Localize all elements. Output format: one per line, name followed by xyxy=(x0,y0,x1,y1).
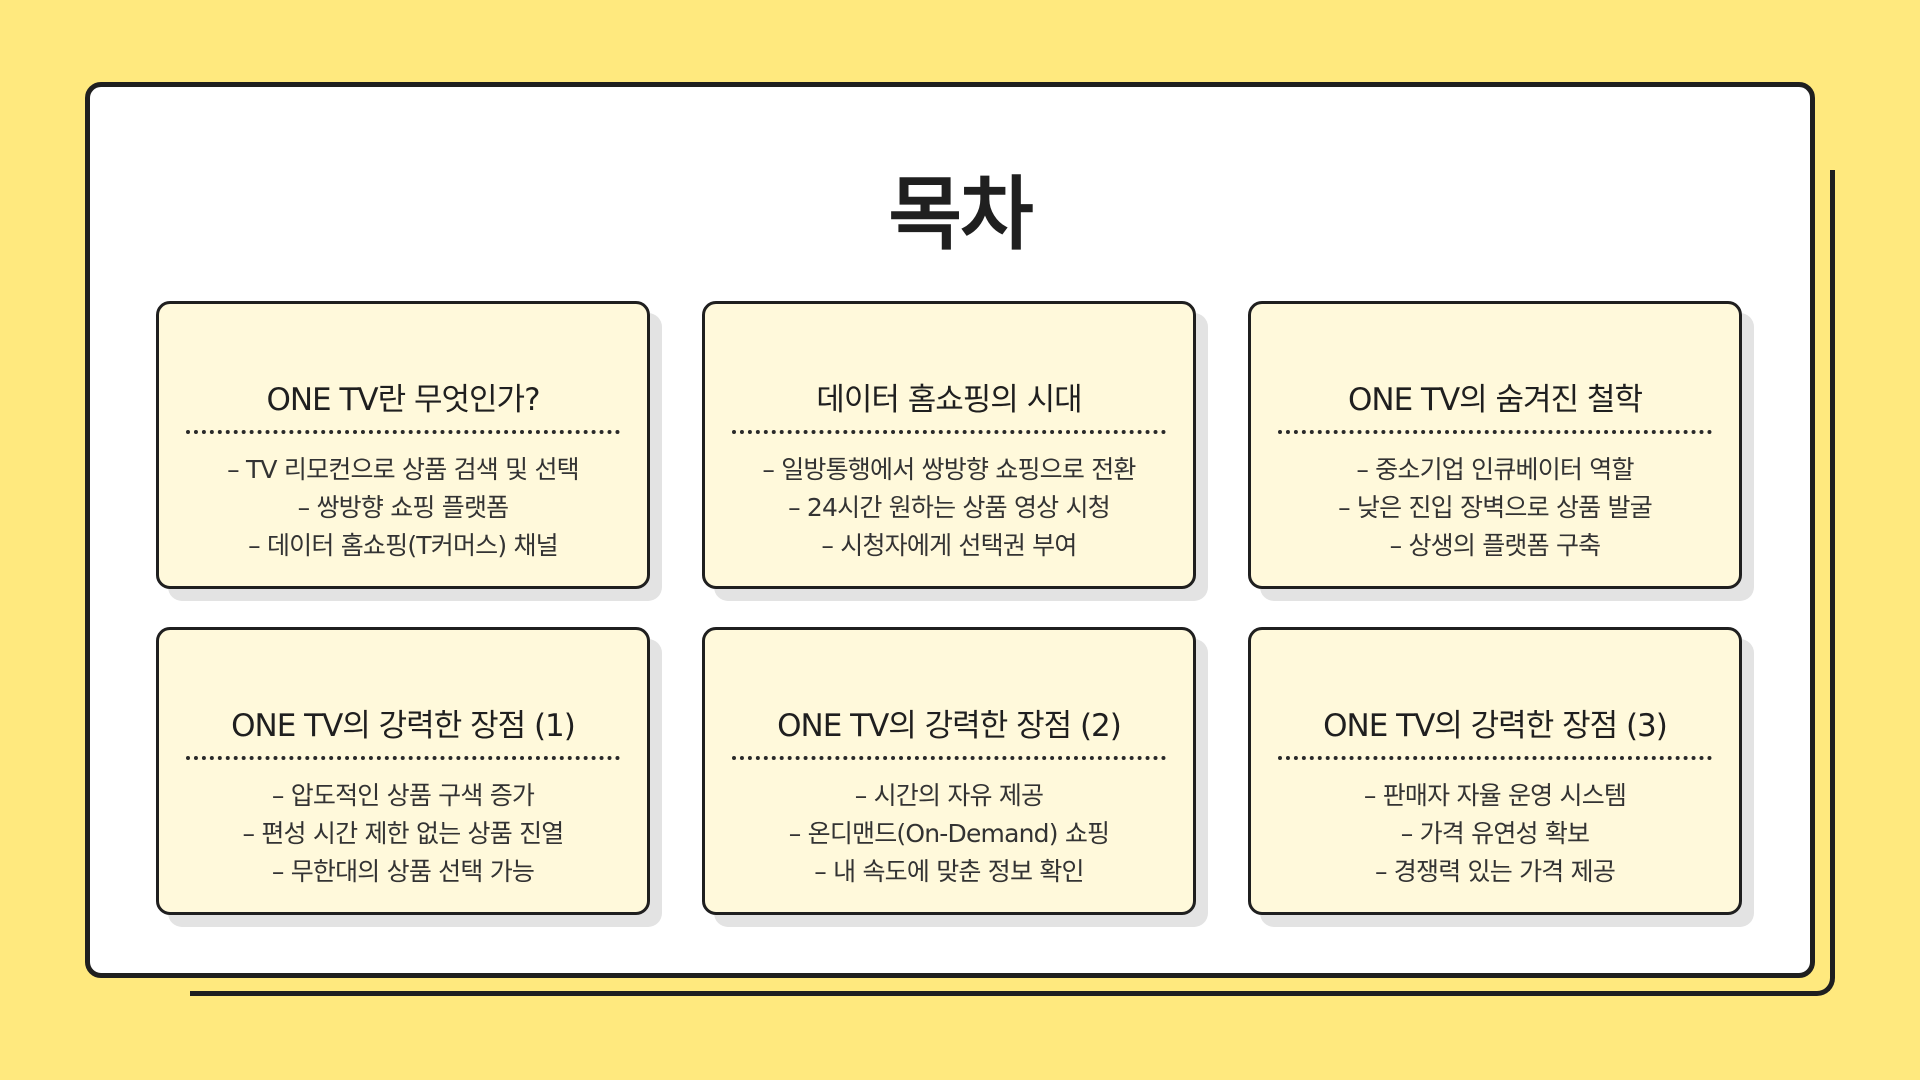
toc-item: – 낮은 진입 장벽으로 상품 발굴 xyxy=(1338,493,1653,522)
toc-item: – 압도적인 상품 구색 증가 xyxy=(271,781,535,810)
toc-card-6[interactable]: ONE TV의 강력한 장점 (3) – 판매자 자율 운영 시스템 – 가격 … xyxy=(1248,627,1742,915)
toc-card-title: ONE TV의 강력한 장점 (1) xyxy=(231,708,576,744)
toc-item: – 일방통행에서 쌍방향 쇼핑으로 전환 xyxy=(762,455,1136,484)
dotted-divider xyxy=(186,756,620,760)
toc-card-2[interactable]: 데이터 홈쇼핑의 시대 – 일방통행에서 쌍방향 쇼핑으로 전환 – 24시간 … xyxy=(702,301,1196,589)
dotted-divider xyxy=(1278,430,1712,434)
toc-card-items: – 판매자 자율 운영 시스템 – 가격 유연성 확보 – 경쟁력 있는 가격 … xyxy=(1251,777,1739,891)
toc-item: – 온디맨드(On-Demand) 쇼핑 xyxy=(788,819,1110,848)
dotted-divider xyxy=(1278,756,1712,760)
toc-item: – 가격 유연성 확보 xyxy=(1400,819,1590,848)
toc-item: – TV 리모컨으로 상품 검색 및 선택 xyxy=(227,455,580,484)
toc-item: – 판매자 자율 운영 시스템 xyxy=(1363,781,1627,810)
toc-card-items: – 압도적인 상품 구색 증가 – 편성 시간 제한 없는 상품 진열 – 무한… xyxy=(159,777,647,891)
toc-item: – 데이터 홈쇼핑(T커머스) 채널 xyxy=(248,531,559,560)
toc-item: – 상생의 플랫폼 구축 xyxy=(1389,531,1602,560)
toc-item: – 쌍방향 쇼핑 플랫폼 xyxy=(297,493,510,522)
toc-card-title: 데이터 홈쇼핑의 시대 xyxy=(816,382,1082,418)
toc-card-5[interactable]: ONE TV의 강력한 장점 (2) – 시간의 자유 제공 – 온디맨드(On… xyxy=(702,627,1196,915)
toc-card-title: ONE TV란 무엇인가? xyxy=(266,382,540,418)
toc-card-title: ONE TV의 숨겨진 철학 xyxy=(1347,382,1643,418)
toc-card-3[interactable]: ONE TV의 숨겨진 철학 – 중소기업 인큐베이터 역할 – 낮은 진입 장… xyxy=(1248,301,1742,589)
dotted-divider xyxy=(732,430,1166,434)
toc-item: – 경쟁력 있는 가격 제공 xyxy=(1374,857,1616,886)
toc-item: – 24시간 원하는 상품 영상 시청 xyxy=(788,493,1111,522)
toc-grid: ONE TV란 무엇인가? – TV 리모컨으로 상품 검색 및 선택 – 쌍방… xyxy=(156,301,1761,915)
toc-card-items: – TV 리모컨으로 상품 검색 및 선택 – 쌍방향 쇼핑 플랫폼 – 데이터… xyxy=(159,451,647,565)
toc-item: – 편성 시간 제한 없는 상품 진열 xyxy=(242,819,565,848)
page-title: 목차 xyxy=(888,168,1033,261)
dotted-divider xyxy=(186,430,620,434)
toc-item: – 시간의 자유 제공 xyxy=(854,781,1044,810)
toc-card-items: – 시간의 자유 제공 – 온디맨드(On-Demand) 쇼핑 – 내 속도에… xyxy=(705,777,1193,891)
toc-card-items: – 일방통행에서 쌍방향 쇼핑으로 전환 – 24시간 원하는 상품 영상 시청… xyxy=(705,451,1193,565)
toc-item: – 내 속도에 맞춘 정보 확인 xyxy=(814,857,1084,886)
toc-card-title: ONE TV의 강력한 장점 (3) xyxy=(1323,708,1668,744)
toc-item: – 중소기업 인큐베이터 역할 xyxy=(1356,455,1634,484)
toc-item: – 무한대의 상품 선택 가능 xyxy=(271,857,535,886)
dotted-divider xyxy=(732,756,1166,760)
toc-card-title: ONE TV의 강력한 장점 (2) xyxy=(777,708,1122,744)
toc-card-1[interactable]: ONE TV란 무엇인가? – TV 리모컨으로 상품 검색 및 선택 – 쌍방… xyxy=(156,301,650,589)
toc-card-items: – 중소기업 인큐베이터 역할 – 낮은 진입 장벽으로 상품 발굴 – 상생의… xyxy=(1251,451,1739,565)
decorative-back-frame xyxy=(190,170,1835,996)
toc-card-4[interactable]: ONE TV의 강력한 장점 (1) – 압도적인 상품 구색 증가 – 편성 … xyxy=(156,627,650,915)
toc-item: – 시청자에게 선택권 부여 xyxy=(821,531,1077,560)
